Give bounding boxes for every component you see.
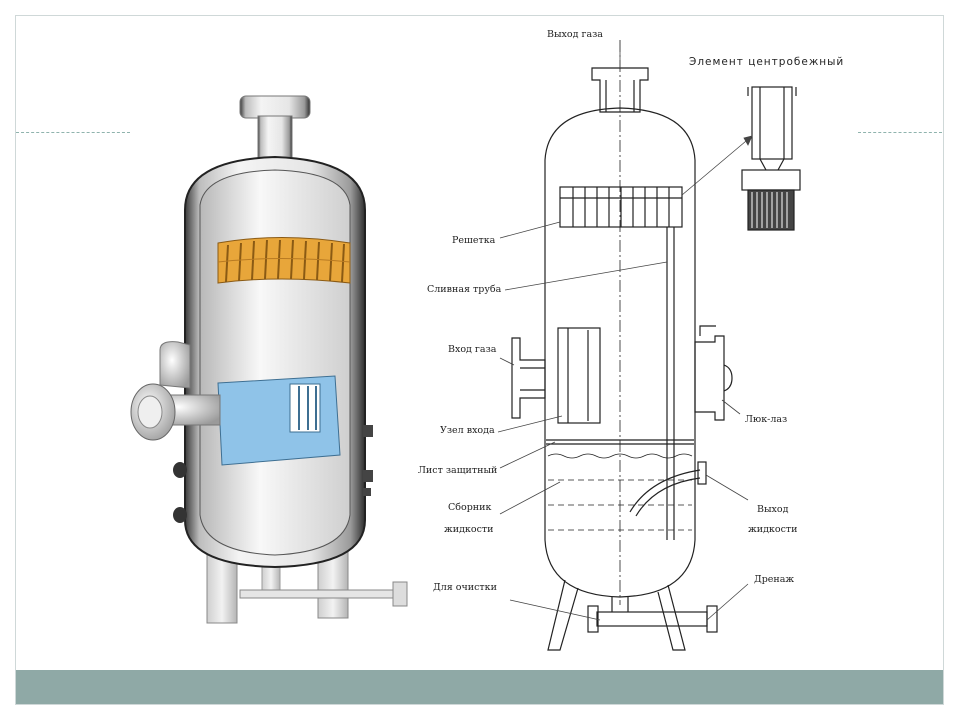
support-leg-right-drawing	[657, 584, 686, 651]
vessel-interior	[199, 169, 351, 556]
slide-frame	[15, 15, 944, 705]
liquid-surface	[547, 453, 693, 459]
label-liquid-collector-1: Сборник	[448, 502, 491, 513]
dashed-divider-left	[16, 132, 130, 133]
label-liquid-outlet-2: жидкости	[748, 524, 798, 535]
label-liquid-outlet-1: Выход	[757, 504, 789, 515]
fitting-right-2	[363, 470, 373, 482]
bottom-pipe	[239, 589, 401, 599]
bottom-drain-pipe	[596, 611, 708, 627]
leader-lines	[497, 40, 753, 621]
manhole-drawing	[694, 335, 725, 421]
label-inlet-unit: Узел входа	[440, 425, 495, 436]
upper-inlet-elbow	[159, 341, 191, 389]
inlet-unit-box	[557, 327, 601, 424]
gas-outlet-flange	[591, 67, 649, 113]
label-gas-outlet: Выход газа	[547, 29, 603, 40]
fitting-right-1	[363, 425, 373, 437]
top-nozzle-flange	[239, 95, 311, 119]
blue-inlet-unit	[217, 375, 341, 466]
separator-3d-illustration	[130, 95, 408, 624]
vessel-outline	[544, 107, 696, 598]
label-gas-inlet: Вход газа	[448, 344, 497, 355]
label-centrifugal-element: Элемент центробежный	[689, 56, 844, 68]
label-manhole: Люк-лаз	[745, 414, 787, 425]
top-nozzle-pipe	[257, 115, 293, 161]
gas-inlet-nozzle-drawing	[511, 337, 546, 419]
separator-technical-drawing: Выход газа Элемент центробежный Решетка …	[418, 29, 844, 651]
fitting-left-1	[173, 462, 187, 478]
label-grid: Решетка	[452, 235, 496, 246]
fitting-left-2	[173, 507, 187, 523]
label-drainage: Дренаж	[754, 574, 794, 585]
grid-slats	[225, 239, 345, 283]
label-liquid-collector-2: жидкости	[444, 524, 494, 535]
label-protective-sheet: Лист защитный	[418, 465, 497, 476]
footer-bar	[16, 670, 943, 704]
support-leg-left-drawing	[547, 579, 579, 651]
centrifugal-element-detail	[741, 86, 801, 231]
dashed-divider-right	[858, 132, 942, 133]
liquid-outlet-pipe	[629, 469, 701, 513]
label-drain-pipe: Сливная труба	[427, 284, 502, 295]
label-for-cleaning: Для очистки	[433, 582, 497, 593]
